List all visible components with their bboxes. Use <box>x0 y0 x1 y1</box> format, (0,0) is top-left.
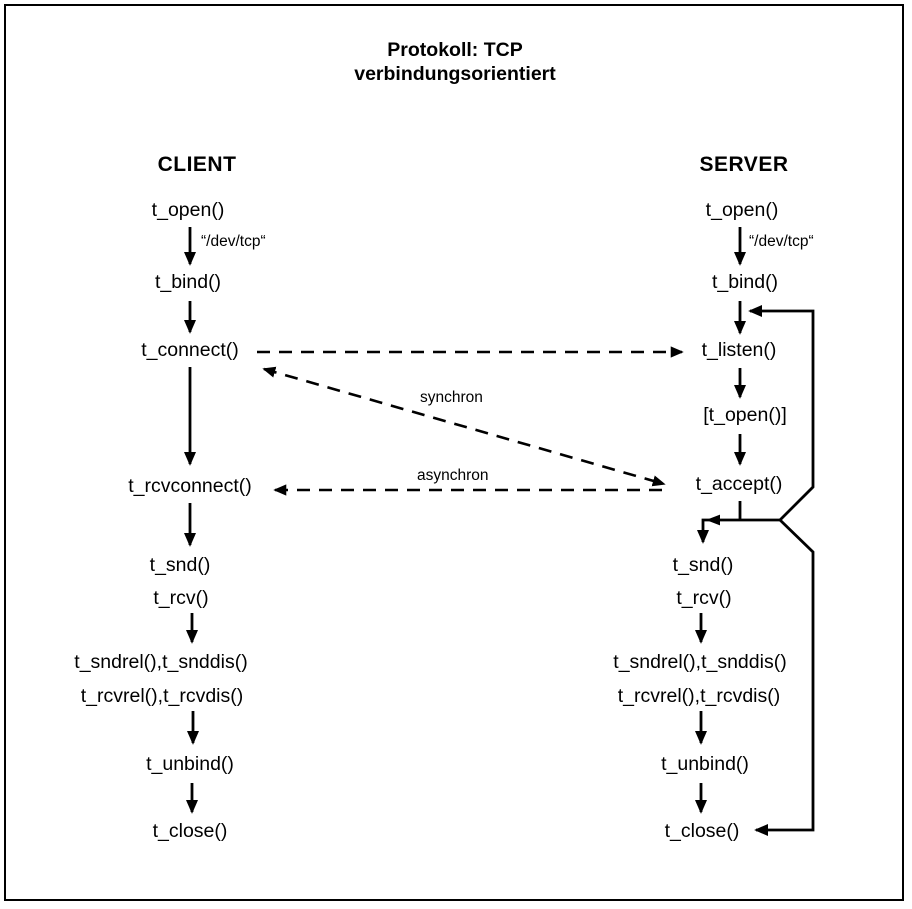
server-node-t-accept: t_accept() <box>695 473 783 495</box>
title-line-1: Protokoll: TCP <box>387 39 523 61</box>
server-node-t-open-optional: [t_open()] <box>703 404 787 426</box>
server-node-t-sndrel: t_sndrel(),t_snddis() <box>613 651 787 673</box>
client-header: CLIENT <box>157 153 237 176</box>
client-node-t-rcvrel: t_rcvrel(),t_rcvdis() <box>80 685 244 707</box>
loop-server-accept-listen-close <box>748 304 815 837</box>
server-node-t-snd: t_snd() <box>672 554 734 576</box>
server-node-t-rcvrel: t_rcvrel(),t_rcvdis() <box>617 685 781 707</box>
client-node-t-sndrel: t_sndrel(),t_snddis() <box>74 651 248 673</box>
client-node-t-unbind: t_unbind() <box>146 753 234 775</box>
synchron-label: synchron <box>420 389 483 406</box>
server-node-t-unbind: t_unbind() <box>661 753 749 775</box>
client-node-t-connect: t_connect() <box>141 339 239 361</box>
asynchron-label: asynchron <box>417 467 489 484</box>
server-node-t-close: t_close() <box>664 820 740 842</box>
client-dev-tcp-label: “/dev/tcp“ <box>201 233 266 250</box>
server-dev-tcp-label: “/dev/tcp“ <box>749 233 814 250</box>
arrowhead-left-accept-elbow <box>706 514 720 526</box>
client-node-t-snd: t_snd() <box>149 554 211 576</box>
client-node-t-bind: t_bind() <box>154 271 222 293</box>
client-node-t-close: t_close() <box>152 820 228 842</box>
server-node-t-open: t_open() <box>705 199 779 221</box>
dashed-synchron-accept-connect <box>262 366 666 487</box>
server-node-t-rcv: t_rcv() <box>676 587 732 609</box>
server-header: SERVER <box>699 153 789 176</box>
arrow-server-accept-to-snd <box>696 518 780 544</box>
client-node-t-open: t_open() <box>151 199 225 221</box>
client-node-t-rcv: t_rcv() <box>153 587 209 609</box>
server-node-t-listen: t_listen() <box>701 339 777 361</box>
title-line-2: verbindungsorientiert <box>354 63 556 85</box>
server-node-t-bind: t_bind() <box>711 271 779 293</box>
client-node-t-rcvconnect: t_rcvconnect() <box>128 475 252 497</box>
diagram-title: Protokoll: TCP verbindungsorientiert <box>354 38 556 86</box>
